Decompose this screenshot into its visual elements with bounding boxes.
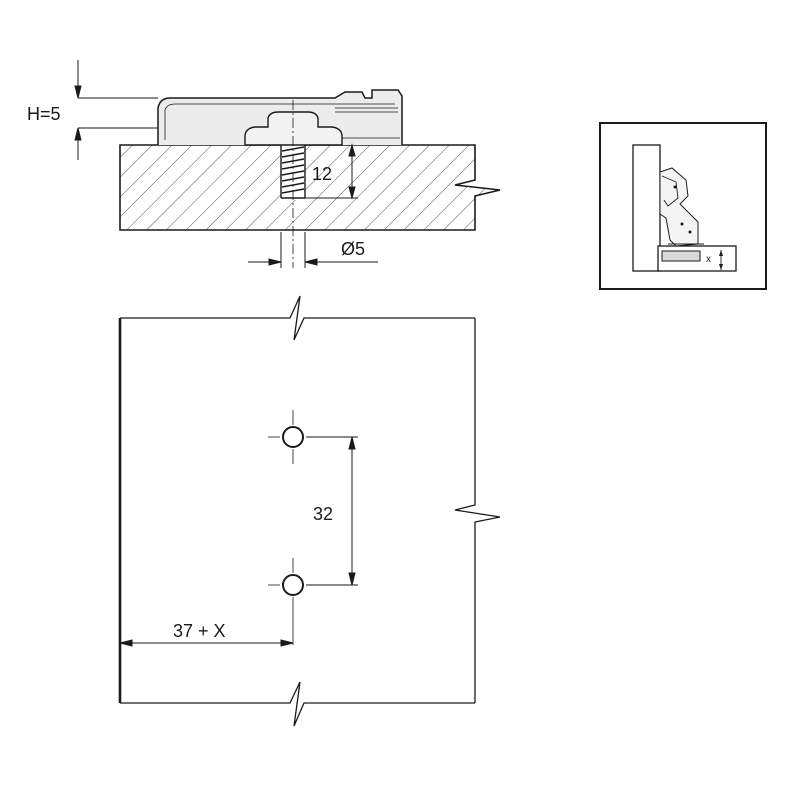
diameter-dimension (248, 232, 378, 268)
inset-view (599, 122, 767, 290)
drill-hole-upper (282, 426, 304, 448)
section-view (74, 60, 501, 268)
panel-top-edge (120, 295, 475, 341)
plate-inner-line (164, 103, 395, 140)
spacing-label: 32 (313, 504, 333, 524)
offset-label: 37 + X (173, 621, 226, 641)
drill-hole-lower (282, 574, 304, 596)
depth-label: 12 (312, 164, 332, 184)
inset-x-label: x (706, 254, 711, 265)
panel-right-edge (454, 318, 501, 703)
offset-dimension (119, 639, 294, 647)
height-dimension (74, 60, 158, 160)
plan-view (118, 295, 501, 727)
depth-dimension (305, 143, 358, 200)
panel-bottom-edge (120, 681, 475, 727)
spacing-dimension (306, 436, 358, 586)
inset-frame (599, 122, 767, 290)
panel-section (119, 144, 501, 231)
height-label: H=5 (27, 104, 61, 124)
inset-door (632, 144, 661, 272)
diameter-label: Ø5 (341, 239, 365, 259)
screw-head (244, 111, 343, 146)
hole-center-marks (268, 410, 294, 645)
inset-hinge (659, 167, 699, 247)
